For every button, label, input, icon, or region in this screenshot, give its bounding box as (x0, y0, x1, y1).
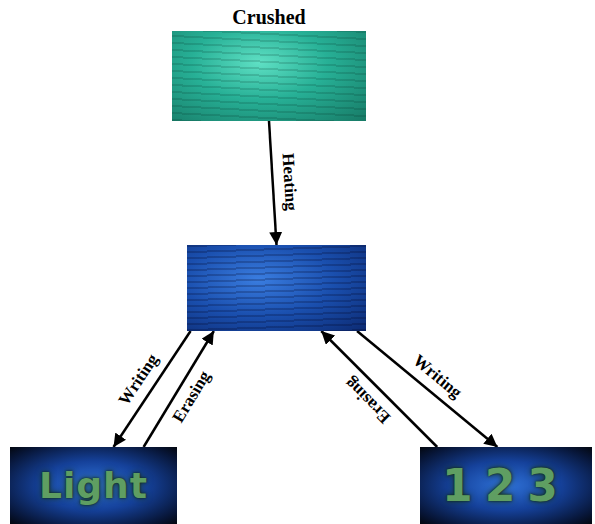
photo-panel: 123 (420, 447, 592, 524)
arrow-label: Erasing (340, 372, 396, 428)
photo-node (187, 245, 366, 331)
photo-panel (187, 245, 366, 331)
photo-node: Light (10, 447, 177, 524)
photo-panel: Light (10, 447, 177, 524)
process-arrow (269, 121, 277, 245)
process-arrow (321, 331, 437, 447)
sample-heading: Crushed (172, 6, 366, 31)
arrow-label: Erasing (169, 366, 216, 428)
photo-panel (172, 31, 366, 121)
arrow-label: Heating (278, 151, 300, 214)
written-text: 123 (442, 464, 570, 508)
written-text: Light (39, 468, 148, 504)
arrow-label: Writing (114, 349, 163, 410)
arrow-label: Writing (408, 350, 467, 403)
photo-node: 123 (420, 447, 592, 524)
sample-node: Crushed (172, 6, 366, 121)
